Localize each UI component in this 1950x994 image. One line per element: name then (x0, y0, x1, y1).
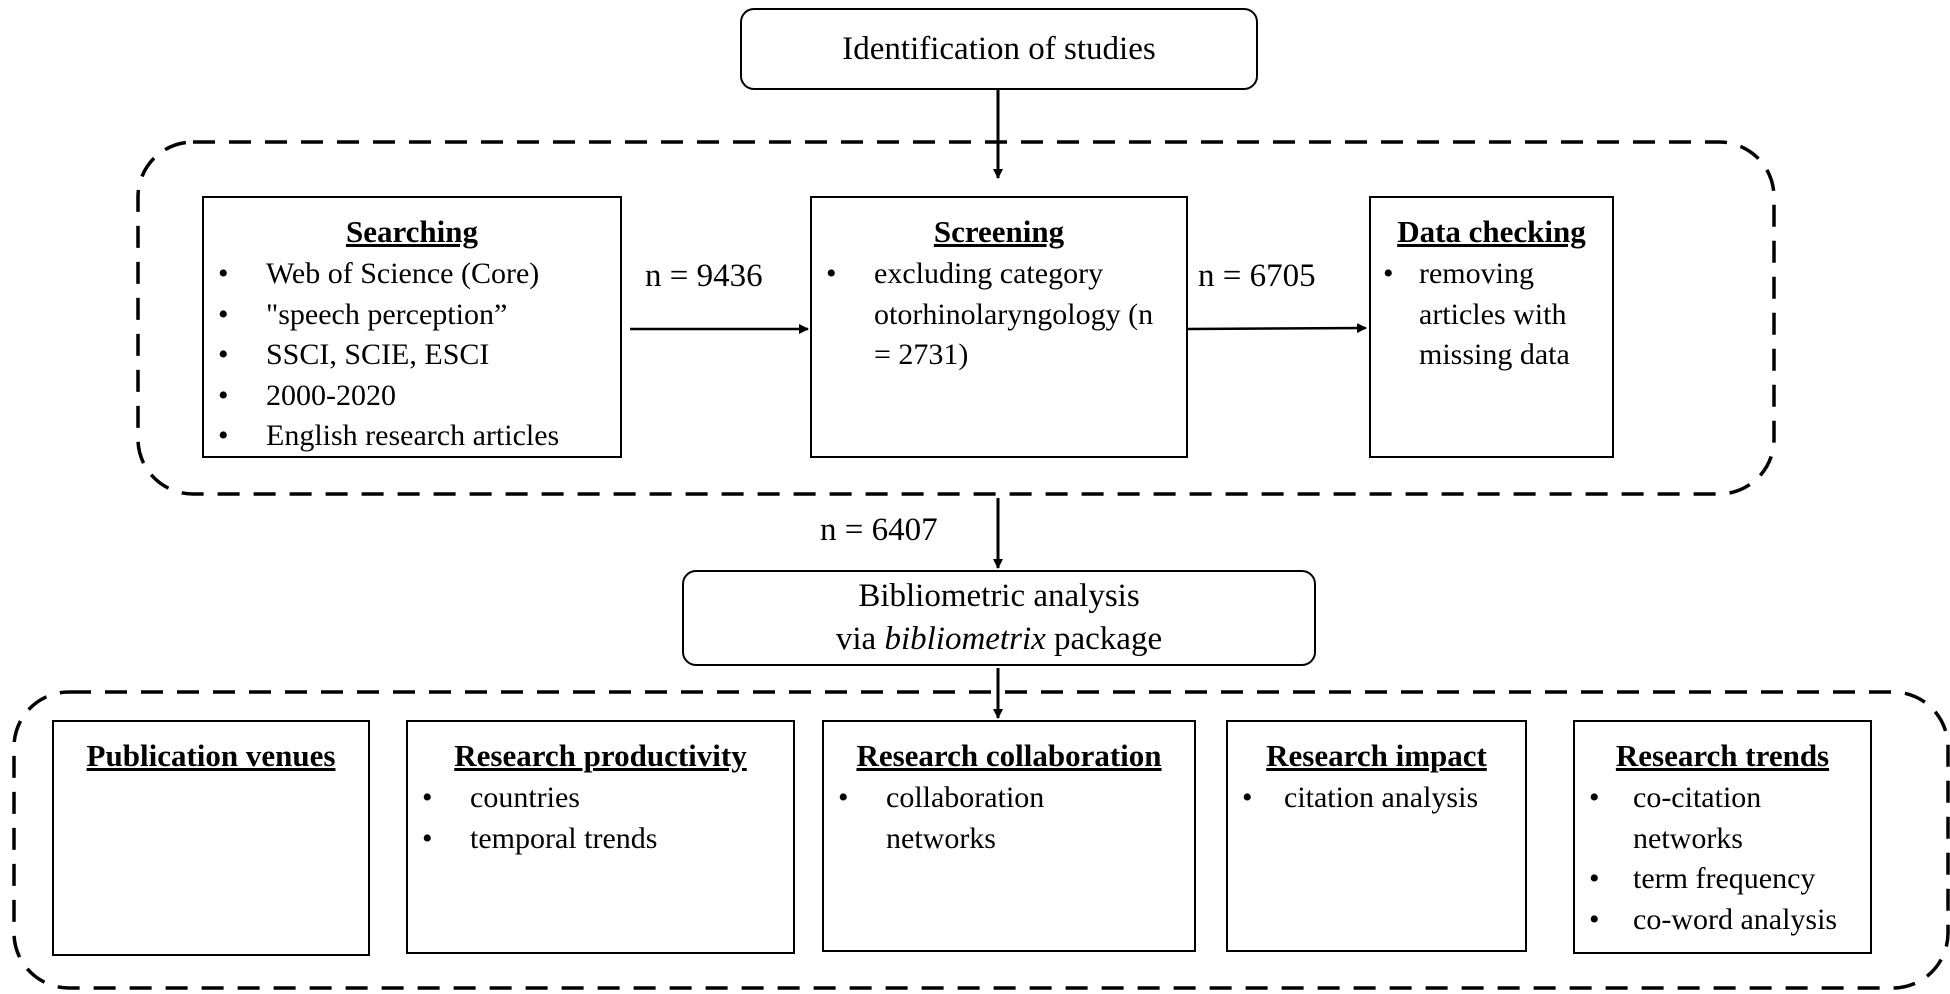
research-trends-item: co-citation networks (1575, 778, 1783, 859)
analysis-package-name: bibliometrix (884, 621, 1046, 657)
research-collaboration-box: Research collaboration collaboration net… (822, 720, 1196, 952)
data-checking-box: Data checking removing articles with mis… (1369, 196, 1614, 458)
research-collaboration-item: collaboration networks (824, 778, 1086, 859)
analysis-group (12, 690, 1950, 990)
count-after-search: n = 9436 (645, 258, 763, 294)
research-productivity-item: temporal trends (408, 819, 793, 860)
publication-venues-title: Publication venues (86, 738, 336, 773)
searching-item: English research articles (204, 416, 620, 457)
search-stage-group (136, 140, 1776, 496)
research-trends-box: Research trends co-citation networks ter… (1573, 720, 1872, 954)
searching-item: SSCI, SCIE, ESCI (204, 335, 620, 376)
data-checking-item: removing articles with missing data (1371, 254, 1612, 376)
research-impact-title: Research impact (1266, 738, 1487, 773)
research-productivity-title: Research productivity (454, 738, 747, 773)
count-after-screening: n = 6705 (1198, 258, 1316, 294)
screening-item: excluding category otorhinolaryngology (… (812, 254, 1158, 376)
identification-label: Identification of studies (842, 30, 1156, 67)
research-productivity-box: Research productivity countries temporal… (406, 720, 795, 954)
searching-title: Searching (345, 214, 479, 249)
research-impact-box: Research impact citation analysis (1226, 720, 1527, 952)
research-trends-title: Research trends (1615, 738, 1830, 773)
research-trends-item: term frequency (1575, 859, 1870, 900)
screening-box: Screening excluding category otorhinolar… (810, 196, 1188, 458)
research-collaboration-title: Research collaboration (856, 738, 1162, 773)
screening-title: Screening (933, 214, 1065, 249)
research-trends-item: co-word analysis (1575, 900, 1870, 941)
analysis-line2: via bibliometrix package (836, 618, 1162, 661)
searching-item: 2000-2020 (204, 376, 620, 417)
analysis-line1: Bibliometric analysis (858, 578, 1140, 615)
searching-box: Searching Web of Science (Core) "speech … (202, 196, 622, 458)
data-checking-title: Data checking (1397, 214, 1586, 249)
searching-item: "speech perception” (204, 295, 620, 336)
analysis-box: Bibliometric analysis via bibliometrix p… (682, 570, 1316, 666)
searching-item: Web of Science (Core) (204, 254, 620, 295)
analysis-prefix: via (835, 621, 885, 657)
research-impact-item: citation analysis (1228, 778, 1525, 819)
count-final: n = 6407 (820, 512, 938, 548)
identification-box: Identification of studies (740, 8, 1258, 90)
analysis-suffix: package (1045, 621, 1163, 657)
research-productivity-item: countries (408, 778, 793, 819)
arrow-screening-to-checking (1187, 323, 1367, 334)
publication-venues-box: Publication venues (52, 720, 370, 956)
